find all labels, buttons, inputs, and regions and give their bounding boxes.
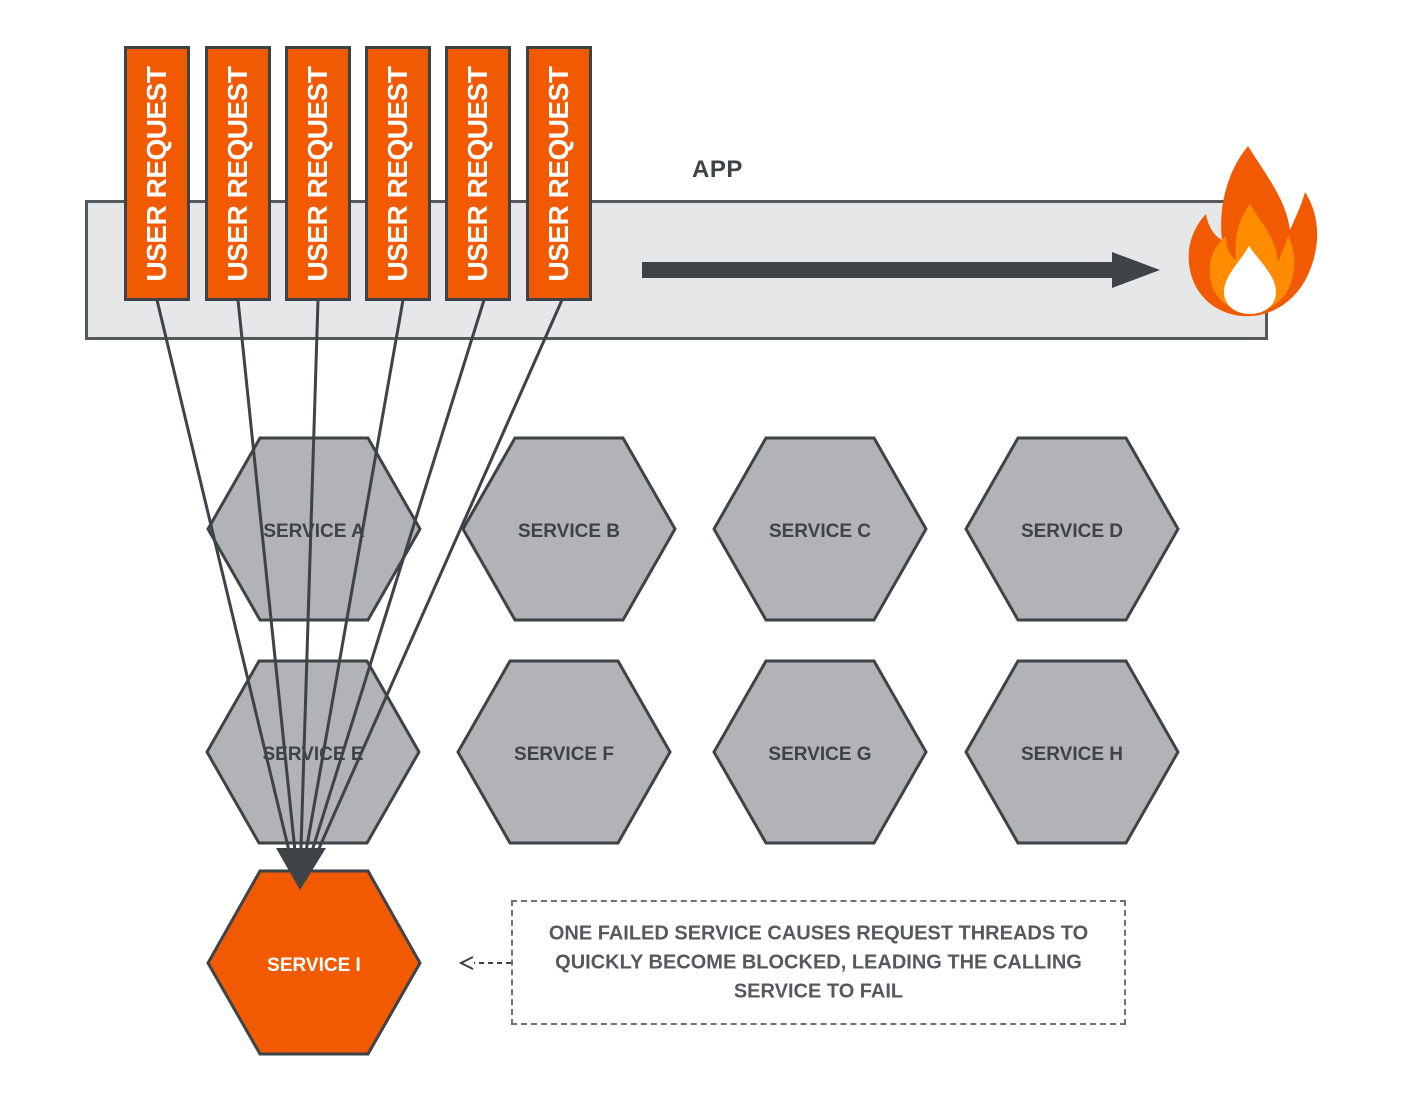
service-a-label: SERVICE A <box>263 521 365 542</box>
failure-note-text: ONE FAILED SERVICE CAUSES REQUEST THREAD… <box>548 922 1089 1002</box>
request-line-2 <box>236 299 300 881</box>
service-a: SERVICE A <box>206 436 422 622</box>
request-line-4 <box>299 299 405 881</box>
note-arrow <box>458 956 511 970</box>
user-request-5: USER REQUEST <box>445 46 511 301</box>
service-c: SERVICE C <box>712 436 928 622</box>
request-arrowhead <box>276 848 326 890</box>
service-c-label: SERVICE C <box>769 521 871 542</box>
service-e: SERVICE E <box>205 659 421 845</box>
user-request-6: USER REQUEST <box>526 46 592 301</box>
fire-icon <box>1188 146 1318 317</box>
service-b: SERVICE B <box>461 436 677 622</box>
service-b-label: SERVICE B <box>518 521 620 542</box>
service-e-label: SERVICE E <box>262 744 363 765</box>
service-h-label: SERVICE H <box>1021 744 1123 765</box>
request-line-6 <box>303 299 564 881</box>
service-i: SERVICE I <box>206 869 422 1056</box>
failure-note: ONE FAILED SERVICE CAUSES REQUEST THREAD… <box>511 900 1126 1025</box>
request-line-3 <box>298 299 320 881</box>
service-f: SERVICE F <box>456 659 672 845</box>
request-line-5 <box>301 299 486 881</box>
user-request-1: USER REQUEST <box>124 46 190 301</box>
service-d-label: SERVICE D <box>1021 521 1123 542</box>
request-line-1 <box>155 299 298 881</box>
user-request-4: USER REQUEST <box>365 46 431 301</box>
service-h: SERVICE H <box>964 659 1180 845</box>
app-title: APP <box>692 156 743 183</box>
flow-arrow <box>642 252 1160 288</box>
service-f-label: SERVICE F <box>514 744 614 765</box>
user-request-2: USER REQUEST <box>205 46 271 301</box>
user-request-3: USER REQUEST <box>285 46 351 301</box>
service-d: SERVICE D <box>964 436 1180 622</box>
request-lines <box>155 299 564 881</box>
service-g-label: SERVICE G <box>768 744 871 765</box>
service-i-label: SERVICE I <box>267 955 361 976</box>
service-g: SERVICE G <box>712 659 928 845</box>
